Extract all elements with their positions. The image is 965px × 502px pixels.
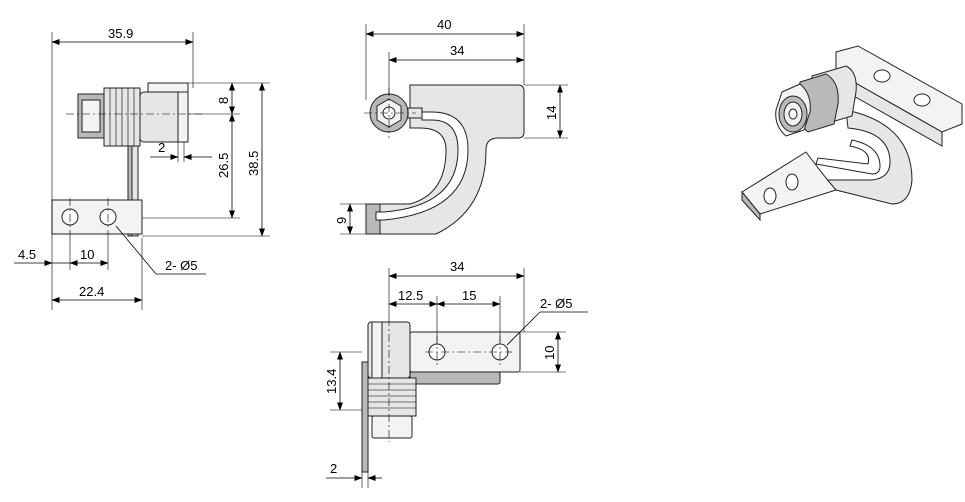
side-view: 35.9 8 2 26.5 38.5 4.5 10 2- Ø5 22.4 — [14, 26, 270, 310]
front-dim-foot: 9 — [334, 217, 349, 224]
front-view-part — [364, 84, 525, 235]
front-dim-plate-height: 14 — [544, 106, 559, 120]
front-dim-overall: 40 — [437, 17, 451, 32]
side-view-part — [51, 82, 205, 238]
side-dim-mid: 26.5 — [216, 153, 231, 178]
top-view-part — [361, 318, 521, 473]
top-dim-thickness: 2 — [330, 461, 337, 476]
front-view: 40 34 14 9 — [334, 17, 568, 235]
side-dim-edge: 4.5 — [18, 247, 36, 262]
front-dim-plate: 34 — [450, 43, 464, 58]
top-dim-plate-height: 10 — [542, 346, 557, 360]
side-dim-pitch: 10 — [80, 247, 94, 262]
side-dim-base: 22.4 — [79, 284, 104, 299]
top-dim-pitch: 15 — [462, 288, 476, 303]
top-dim-offset: 12.5 — [398, 288, 423, 303]
side-dim-width: 35.9 — [108, 26, 133, 41]
side-dim-holes: 2- Ø5 — [165, 258, 198, 273]
top-dim-holes: 2- Ø5 — [540, 296, 573, 311]
side-dim-gap: 2 — [158, 140, 165, 155]
isometric-view — [741, 45, 963, 222]
side-dim-top: 8 — [216, 97, 231, 104]
top-view: 34 12.5 15 2- Ø5 10 13.4 2 — [324, 259, 588, 488]
side-dim-height: 38.5 — [246, 151, 261, 176]
top-dim-overall: 34 — [450, 259, 464, 274]
top-dim-body: 13.4 — [324, 369, 339, 394]
